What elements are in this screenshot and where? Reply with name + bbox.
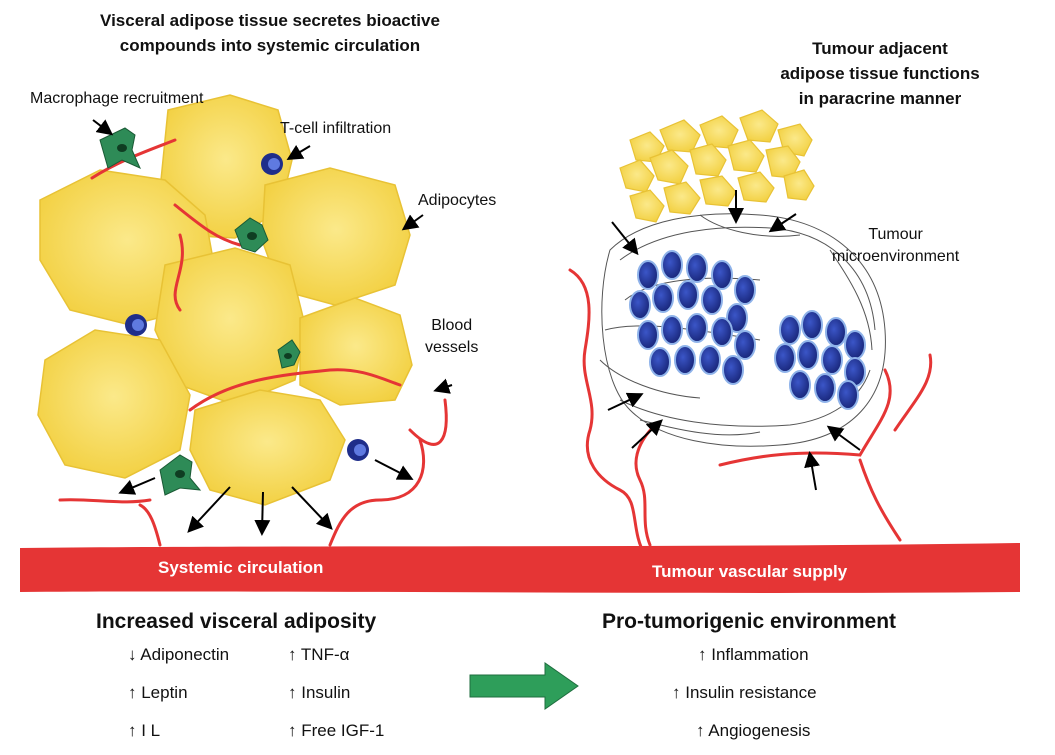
left-item: ↑ Leptin	[128, 683, 188, 702]
left-title-line: compounds into systemic circulation	[119, 36, 421, 55]
tumour-cells	[629, 250, 866, 410]
tumour-micro-label-line: Tumour	[868, 226, 923, 243]
right-item: ↑ Inflammation	[698, 645, 809, 664]
left-title: Visceral adipose tissue secretes bioacti…	[30, 8, 510, 58]
macrophage-label: Macrophage recruitment	[30, 90, 204, 107]
right-title-line: in paracrine manner	[798, 89, 962, 108]
blood-vessels-label-line: Blood	[431, 317, 473, 334]
right-title: Tumour adjacent adipose tissue functions…	[730, 36, 1030, 111]
adipocyte	[261, 167, 411, 306]
right-item: ↑ Angiogenesis	[696, 721, 811, 740]
adipocyte	[299, 297, 413, 406]
left-item: ↑ TNF-α	[288, 645, 350, 664]
left-item: ↓ Adiponectin	[128, 645, 230, 664]
adipocyte	[189, 389, 346, 506]
right-arrows	[607, 190, 861, 491]
t-cells	[125, 153, 369, 461]
systemic-circulation-label: Systemic circulation	[158, 558, 324, 577]
blood-vessels-label-line: vessels	[425, 339, 479, 356]
adipocytes-label: Adipocytes	[418, 192, 497, 209]
left-item: ↑ Free IGF-1	[288, 721, 385, 740]
tcell-label: T-cell infiltration	[280, 120, 392, 137]
blood-vessels-right	[568, 268, 933, 557]
circulation-band	[20, 543, 1020, 593]
left-item: ↑ I L	[128, 721, 161, 740]
right-title-line: Tumour adjacent	[812, 39, 948, 58]
left-heading: Increased visceral adiposity	[96, 610, 377, 633]
right-item: ↑ Insulin resistance	[672, 683, 817, 702]
small-adipocytes	[619, 109, 815, 223]
tumour-micro-label: Tumour microenvironment	[832, 224, 959, 268]
left-item: ↑ Insulin	[288, 683, 351, 702]
left-arrows	[92, 119, 453, 536]
tumour-micro-label-line: microenvironment	[832, 248, 960, 265]
left-title-line: Visceral adipose tissue secretes bioacti…	[100, 11, 440, 30]
right-heading: Pro-tumorigenic environment	[602, 610, 897, 633]
adipocyte	[37, 329, 191, 479]
green-arrow	[469, 662, 579, 710]
blood-vessels-label: Blood vessels	[425, 315, 478, 359]
right-title-line: adipose tissue functions	[780, 64, 980, 83]
tumour-vascular-supply-label: Tumour vascular supply	[652, 562, 848, 581]
blood-vessels-left	[58, 138, 448, 547]
adipocyte-cluster	[37, 94, 413, 506]
